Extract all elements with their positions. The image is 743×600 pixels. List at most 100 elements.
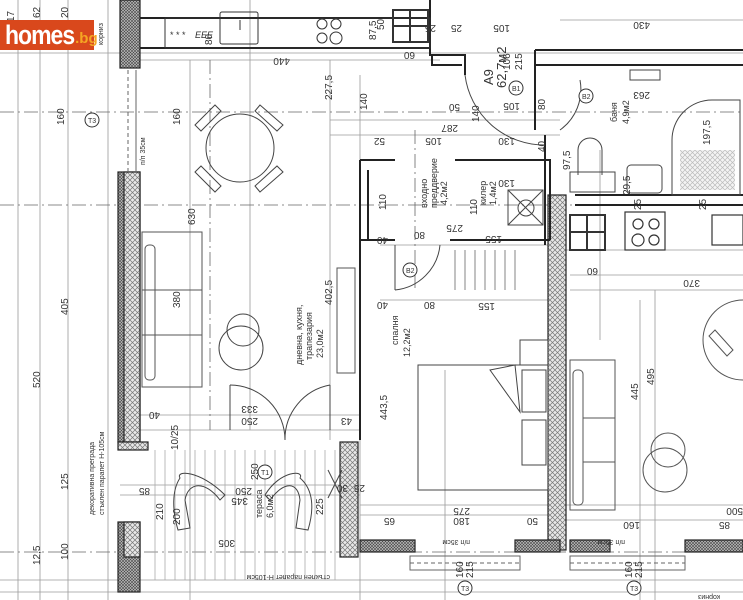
dim: 500 [726,505,743,516]
marker-t3-mid: T3 [461,586,469,593]
dim: 160 [172,108,183,125]
room-closet-area: 1,4м2 [488,181,498,205]
dim: 25 [450,22,462,33]
room-bedroom-area: 12,2м2 [402,328,412,357]
room-hall-name-2: преддверие [429,158,439,208]
dim: 160 [623,519,640,530]
dim: 17 [6,10,17,22]
dim: 440 [273,55,290,66]
dim: 29,5 [622,175,633,195]
dim: 87,5 [368,20,379,40]
dim: 10/25 [170,425,181,450]
dim: 50 [526,515,538,526]
marker-t1: T1 [261,470,269,477]
dim: 210 [155,503,166,520]
room-living-name-2: трапезария [304,312,314,360]
dim: 630 [187,208,198,225]
svg-text:* * *: * * * [170,30,186,40]
homes-bg-logo[interactable]: homes .bg [0,19,98,50]
doors [229,74,582,441]
dim: 50 [376,18,387,30]
room-hall-name-1: входно [419,179,429,208]
logo-text-main: homes [5,19,75,50]
bathroom-fixtures [569,69,741,196]
note-cornice-top: корниз [98,23,105,45]
dim: 80 [204,33,215,45]
dining-table [194,104,284,193]
dim: 140 [471,105,482,122]
room-terrace-area: 6,0м2 [265,494,275,518]
dim: 402,5 [324,280,335,305]
terrace-chairs [173,469,343,531]
dim: 130 [498,135,515,146]
svg-text:EEE: EEE [195,30,214,40]
tv-unit [336,267,356,374]
apartment-id: A9 [481,69,496,85]
dim: 40 [537,140,548,152]
dim: 430 [633,19,650,30]
note-railing: стъклен парапет H-105см [246,573,330,580]
dim: 370 [683,277,700,288]
room-bedroom-name: спалня [390,315,400,345]
round-tables [218,313,264,371]
windows [127,70,686,571]
marker-b1: B1 [512,86,521,93]
dim: 106 [502,53,513,70]
dim: 80 [413,229,425,240]
dim: 43 [340,415,352,426]
dim: 100 [60,543,71,560]
dim: 180 [453,515,470,526]
dim: 25 [353,482,365,493]
dim: 125 [60,473,71,490]
dim: 380 [172,291,183,308]
dim: 60 [403,49,415,60]
dim: 520 [32,371,43,388]
room-bath-name: баня [609,102,619,122]
dim: 20 [60,6,71,18]
dim: 275 [446,222,463,233]
dim: 225 [315,498,326,515]
dim: 197,5 [702,120,713,145]
stair-shaft [454,250,516,290]
dim: 105 [493,22,510,33]
dim: 62 [32,6,43,18]
dim: 50 [448,101,460,112]
dim: 140 [359,93,370,110]
dim: 30 [336,482,348,493]
dim: 287 [441,122,458,133]
room-living-area: 23,0м2 [315,329,325,358]
markers [84,80,642,596]
room-terrace-name: тераса [254,489,264,518]
marker-b2-hall: B2 [406,268,415,275]
dim: 105 [503,100,520,111]
note-sill-3: п/п 35см [597,538,625,545]
marker-t3-left: T3 [88,118,96,125]
room-hall-area: 4,2м2 [439,181,449,205]
dim: 52 [373,135,385,146]
dim: 443,5 [379,395,390,420]
dim: 60 [586,265,598,276]
dim: 80 [537,98,548,110]
dim: 85 [718,519,730,530]
note-partition-1: декоративна преграда [89,442,96,515]
dim: 85 [138,485,150,496]
dim: 333 [241,403,258,414]
dim: 160 [455,561,466,578]
dim: 25 [424,22,436,33]
apartment-area: 62,7м2 [494,47,509,88]
kitchen-counter: * * * EEE [164,9,431,49]
dim: 110 [378,194,389,210]
room-bath-area: 4,9м2 [621,100,631,124]
dim: 130 [498,177,515,188]
marker-b2: B2 [582,94,591,101]
sofa-living [141,231,203,388]
dim: 65 [383,515,395,526]
dim: 40 [376,299,388,310]
dim: 105 [425,135,442,146]
terrace-deck [148,450,340,580]
dim: 25 [698,198,709,210]
walls [117,0,743,593]
dim: 305 [218,537,235,548]
